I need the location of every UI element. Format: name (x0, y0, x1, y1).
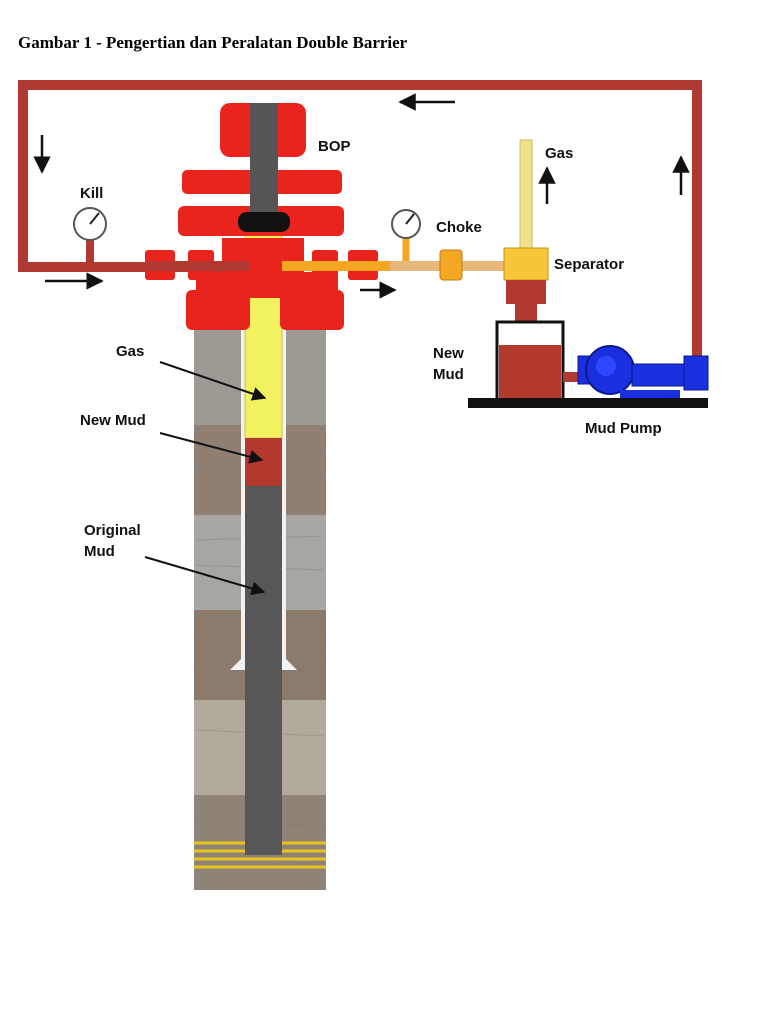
label-choke: Choke (436, 219, 482, 236)
label-original-mud-2: Mud (84, 543, 115, 560)
well-fluid-column (244, 227, 283, 855)
flow-arrows (33, 93, 690, 299)
label-new-mud-tank-1: New (433, 345, 464, 362)
label-gas-outlet: Gas (545, 145, 573, 162)
label-new-mud-in-well: New Mud (80, 412, 146, 429)
label-separator: Separator (554, 256, 624, 273)
mud-pump (577, 345, 709, 398)
gas-vent-pipe (519, 139, 533, 251)
label-kill: Kill (80, 185, 103, 202)
choke-line-segment (282, 261, 390, 271)
circulation-line (18, 80, 702, 370)
pump-suction-line (563, 372, 591, 382)
pump-skid-base (468, 398, 708, 408)
choke-valve (439, 249, 463, 281)
annotation-pointers (144, 361, 267, 596)
pointer-original-mud (144, 556, 266, 596)
casing (230, 330, 297, 670)
label-gas-in-well: Gas (116, 343, 144, 360)
label-original-mud-1: Original (84, 522, 141, 539)
label-new-mud-tank-2: Mud (433, 366, 464, 383)
new-mud-tank (495, 320, 565, 402)
label-mud-pump: Mud Pump (585, 420, 662, 437)
figure-caption: Gambar 1 - Pengertian dan Peralatan Doub… (18, 33, 408, 52)
pointer-gas (159, 361, 267, 401)
kill-gauge (73, 207, 107, 263)
separator-vessel (503, 247, 549, 332)
annular-packer (238, 212, 290, 232)
drill-pipe (250, 103, 278, 228)
pointer-new-mud (159, 432, 264, 464)
label-bop: BOP (318, 138, 351, 155)
choke-gauge (391, 209, 421, 262)
kill-line-segment (145, 261, 250, 271)
